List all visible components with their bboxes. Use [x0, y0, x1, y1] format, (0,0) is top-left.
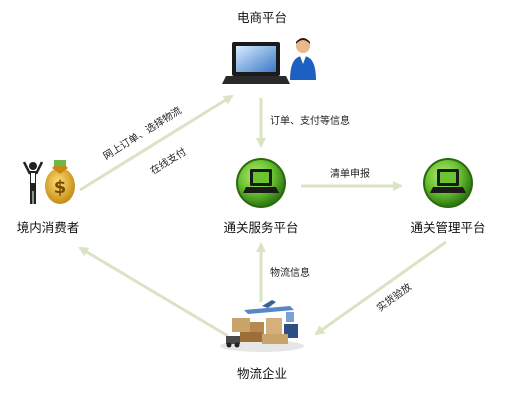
edge-label-online-payment: 在线支付 — [148, 145, 189, 177]
node-labels: 电商平台 境内消费者 通关服务平台 通关管理平台 物流企业 — [17, 10, 486, 381]
money-bag-person-icon: $ — [22, 160, 75, 204]
edge-label-inspection-release: 实货验放 — [374, 280, 414, 314]
edge-label-logistics-info: 物流信息 — [270, 266, 310, 279]
arrows — [78, 94, 447, 338]
arrow-logistics-to-consumer — [78, 246, 229, 338]
edge-labels: 网上订单、选择物流 在线支付 订单、支付等信息 清单申报 物流信息 实货验放 — [101, 104, 414, 315]
green-laptop-circle-icon — [423, 158, 473, 208]
consumer-label: 境内消费者 — [17, 220, 80, 235]
svg-text:$: $ — [54, 177, 67, 198]
cargo-transport-icon — [220, 300, 304, 352]
edge-label-order-payment-info: 订单、支付等信息 — [270, 114, 350, 127]
service-platform-label: 通关服务平台 — [223, 220, 298, 235]
management-platform-label: 通关管理平台 — [410, 220, 485, 235]
arrow-management-to-logistics — [314, 240, 447, 336]
laptop-with-user-icon — [222, 38, 316, 84]
green-laptop-circle-icon — [236, 158, 286, 208]
edge-label-list-declaration: 清单申报 — [330, 167, 370, 180]
logistics-label: 物流企业 — [237, 366, 287, 381]
ecommerce-label: 电商平台 — [237, 10, 287, 25]
arrow-consumer-to-ecommerce — [79, 94, 234, 192]
